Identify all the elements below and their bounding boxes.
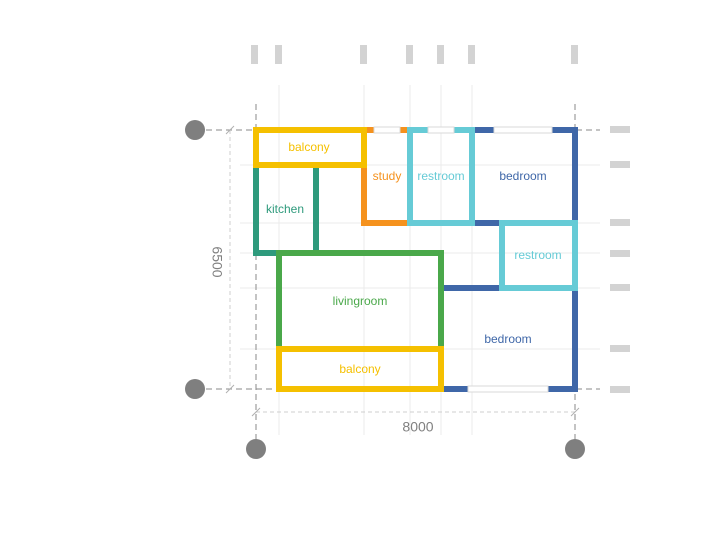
- window: [467, 385, 549, 393]
- window: [493, 126, 553, 134]
- axis-marker-dot: [185, 379, 205, 399]
- axis-marker-dot: [246, 439, 266, 459]
- window: [373, 126, 401, 134]
- room-outline-balcony: [276, 346, 444, 392]
- room-label-livingroom: livingroom: [333, 294, 388, 308]
- axis-marker-dot: [185, 120, 205, 140]
- room-outline-restroom: [499, 220, 578, 291]
- rooms: [253, 126, 578, 393]
- room-label-restroom: restroom: [417, 169, 464, 183]
- axis-markers: [185, 120, 585, 459]
- room-label-kitchen: kitchen: [266, 202, 304, 216]
- axis-marker-dot: [565, 439, 585, 459]
- height-dimension-label: 6500: [209, 246, 225, 277]
- windows: [373, 126, 553, 393]
- window: [427, 126, 455, 134]
- room-labels: balcony study restroom bedroom kitchen r…: [266, 140, 562, 376]
- room-label-balcony: balcony: [339, 362, 380, 376]
- top-ruler: [251, 45, 578, 64]
- room-outline-balcony: [253, 127, 367, 168]
- right-ruler: [610, 126, 630, 393]
- room-label-restroom: restroom: [514, 248, 561, 262]
- width-dimension-label: 8000: [402, 419, 433, 435]
- dimension-lines: [229, 130, 575, 413]
- room-label-bedroom: bedroom: [484, 332, 531, 346]
- room-label-study: study: [373, 169, 402, 183]
- room-label-bedroom: bedroom: [499, 169, 546, 183]
- dimension-ticks: [225, 125, 580, 417]
- room-label-balcony: balcony: [288, 140, 329, 154]
